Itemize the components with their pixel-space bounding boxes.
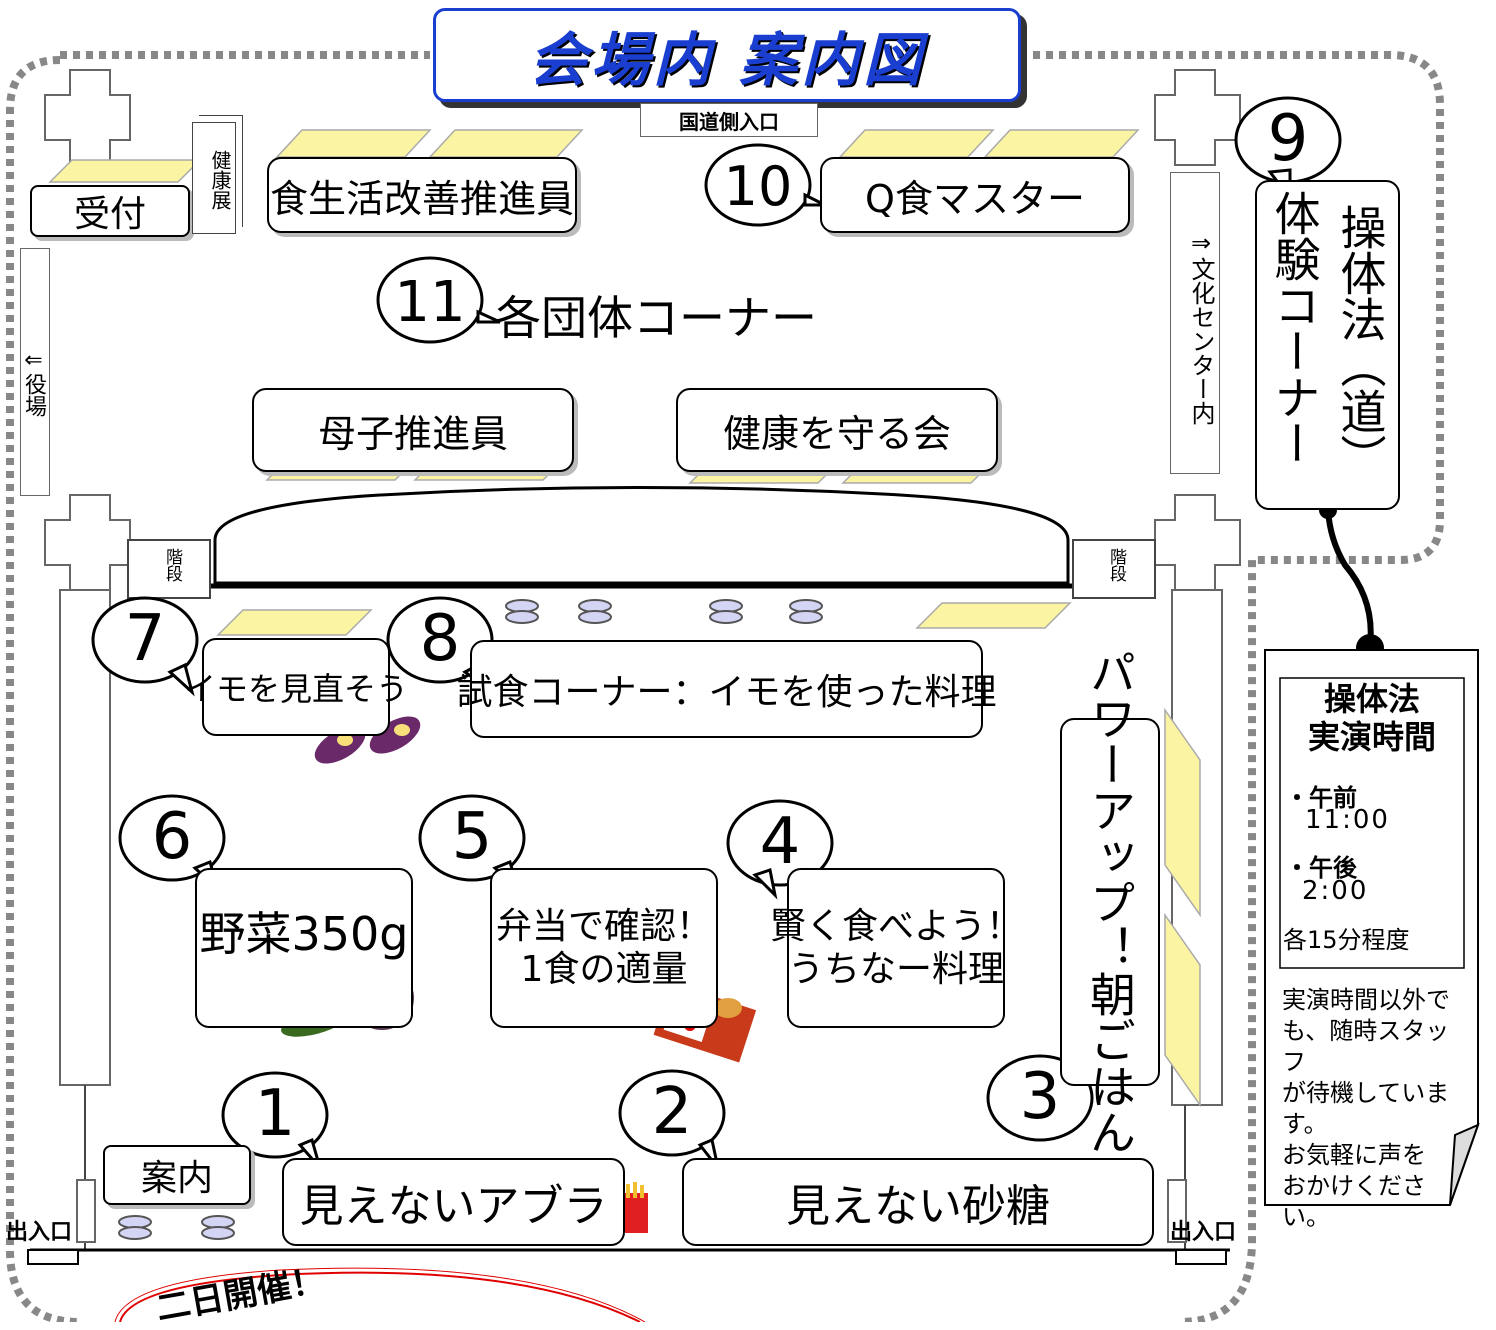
bubble-7 — [91, 596, 199, 684]
booth-3-label: パワーアップ！朝ごはん — [1060, 649, 1160, 1155]
booth-4-line2: うちなー料理 — [788, 949, 1005, 990]
booth-4-label: 賢く食べよう！ うちなー料理 — [770, 868, 1022, 1028]
booth-5-line2: 1食の適量 — [520, 949, 688, 990]
booth-8-label: 試食コーナー：イモを使った料理 — [457, 640, 997, 738]
bubble-4 — [726, 799, 834, 887]
fries-illustration — [624, 1182, 648, 1233]
schedule-note-line: が待機していま — [1282, 1079, 1450, 1107]
booth-6-number: 6 — [151, 800, 193, 874]
booth-10-number: 10 — [723, 155, 793, 218]
connector-line — [1325, 509, 1374, 646]
entrance-left-mat — [27, 1249, 79, 1265]
outer-boundary-left — [6, 56, 81, 1322]
bubble-1 — [221, 1071, 329, 1159]
schedule-note-line: す。 — [1282, 1110, 1328, 1138]
booth-5-label: 弁当で確認！ 1食の適量 — [490, 868, 718, 1028]
group-health-guard: 健康を守る会 — [676, 388, 998, 472]
booth-8-number: 8 — [419, 602, 461, 676]
bubble-11 — [376, 256, 484, 344]
booth-1-label: 見えないアブラ — [282, 1158, 625, 1246]
booth-1-number: 1 — [254, 1077, 296, 1151]
entrance-left-label: 出入口 — [6, 1220, 73, 1245]
booth-9-col1: 操体法（道） — [1333, 204, 1388, 480]
bubble-2 — [618, 1069, 726, 1157]
reception-box: 受付 — [30, 185, 190, 237]
page-title: 会場内 案内図 — [528, 26, 926, 94]
pillar-mid-left — [44, 494, 131, 591]
booth-3-number: 3 — [1019, 1060, 1061, 1134]
booth-9-col2: 体験コーナー — [1267, 190, 1322, 466]
booth-9-number: 9 — [1267, 102, 1309, 176]
booth-10-label: Q食マスター — [820, 157, 1130, 233]
side-right-label: ⇒文化センター内 — [1170, 172, 1220, 474]
pillar-top-right — [1154, 69, 1241, 166]
gate-top-label: 国道側入口 — [640, 103, 818, 137]
door-right — [1167, 1179, 1187, 1243]
stairs-right — [1072, 539, 1156, 599]
chairs — [118, 599, 823, 1240]
pillar-mid-right — [1154, 494, 1241, 591]
booth-7-label: イモを見直そう — [184, 638, 408, 736]
bubble-6 — [118, 794, 226, 882]
door-left — [76, 1179, 96, 1243]
side-left-label: ⇐役場 — [20, 248, 50, 496]
schedule-note: 実演時間以外で も、随時スタッフ が待機していま す。 お気軽に声を おかけくだ… — [1282, 985, 1472, 1233]
schedule-pm-time: 2:00 — [1302, 876, 1369, 906]
health-exhibit-box: 健康展 — [192, 122, 236, 234]
entrance-right-label: 出入口 — [1170, 1220, 1237, 1245]
stairs-right-label: 階段 — [1106, 548, 1126, 582]
booth-5-line1: 弁当で確認！ — [495, 905, 712, 947]
booth-4-line1: 賢く食べよう！ — [770, 905, 1023, 947]
stairs-left-label: 階段 — [162, 548, 182, 582]
booth-2-number: 2 — [651, 1075, 693, 1149]
group-mother-child: 母子推進員 — [252, 388, 574, 472]
schedule-am-time: 11:00 — [1305, 805, 1390, 835]
outer-boundary-right — [1020, 51, 1444, 1322]
schedule-duration: 各15分程度 — [1283, 926, 1410, 954]
stage — [213, 486, 1070, 585]
group-food-life: 食生活改善推進員 — [267, 157, 577, 233]
stairs-left — [127, 539, 211, 599]
schedule-am-label: ・午前 — [1285, 784, 1357, 812]
schedule-note-line: 実演時間以外で — [1282, 986, 1450, 1014]
banner-arc — [119, 1271, 641, 1322]
booth-5-number: 5 — [451, 800, 493, 874]
schedule-pm-label: ・午後 — [1285, 854, 1357, 882]
title-banner: 会場内 案内図 — [433, 8, 1021, 102]
bubble-10 — [704, 143, 812, 227]
booth-9-label: 操体法（道） 体験コーナー — [1255, 180, 1400, 510]
guide-box: 案内 — [103, 1145, 251, 1205]
booth-7-number: 7 — [124, 602, 166, 676]
bubble-5 — [418, 794, 526, 882]
schedule-note-line: も、随時スタッフ — [1282, 1017, 1450, 1076]
schedule-note-line: お気軽に声を — [1282, 1141, 1426, 1169]
schedule-title-line1: 操体法 — [1323, 680, 1420, 718]
booth-6-label: 野菜350g — [195, 868, 413, 1028]
schedule-title-line2: 実演時間 — [1307, 718, 1436, 756]
pillar-top-left — [44, 69, 131, 166]
booth-4-number: 4 — [759, 805, 801, 879]
booth-2-label: 見えない砂糖 — [682, 1158, 1154, 1246]
booth-11-number: 11 — [394, 270, 466, 335]
booth-11-label: 各団体コーナー — [495, 291, 817, 345]
schedule-note-line: おかけください。 — [1282, 1172, 1426, 1231]
entrance-right-mat — [1175, 1249, 1227, 1265]
schedule-title: 操体法 実演時間 — [1282, 680, 1462, 756]
